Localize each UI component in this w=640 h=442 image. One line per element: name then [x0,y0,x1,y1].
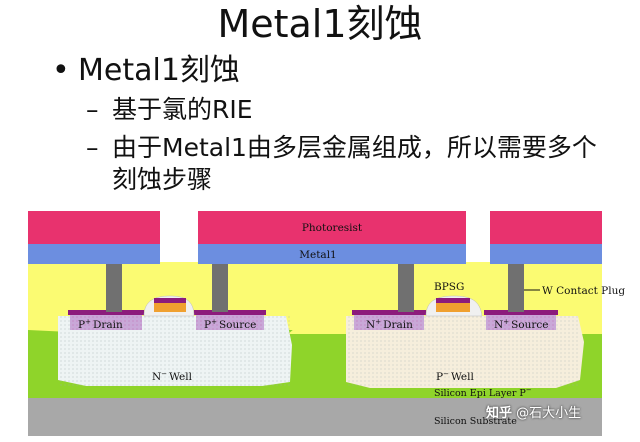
label-w-contact-plug: W Contact Plug [542,285,625,297]
bullet-metal1-etch: •Metal1刻蚀 [52,54,240,88]
slide-title: Metal1刻蚀 [217,2,423,46]
metal1-left [28,244,160,264]
label-p-well: P−Well [436,370,474,383]
gate-left [154,302,186,312]
label-substrate: Silicon Substrate [434,416,517,427]
label-n-source: N+Source [494,318,548,331]
watermark-author: @石大小生 [516,406,582,421]
label-bpsg: BPSG [434,281,464,293]
watermark: 知乎 @石大小生 [486,402,581,421]
label-metal1: Metal1 [299,249,336,261]
label-photoresist: Photoresist [302,222,363,234]
dash-marker: – [86,133,99,162]
photoresist-right [490,211,602,244]
label-n-well: N−Well [152,370,193,383]
photoresist-left [28,211,160,244]
label-p-drain: P+Drain [78,318,123,331]
silicon-substrate [28,398,602,436]
sub-bullet-multilayer: –由于Metal1由多层金属组成，所以需要多个 [86,132,626,164]
w-plug-1 [106,262,122,312]
silicide-right-drain [352,310,426,315]
w-plug-4 [508,262,524,312]
label-p-source: P+Source [204,318,256,331]
bullet-text: Metal1刻蚀 [78,53,240,88]
silicide-left-source [194,310,266,315]
bullet-marker: • [52,53,70,88]
silicide-right-source [484,310,558,315]
watermark-brand: 知乎 [486,406,513,421]
gate-right-silicide [436,298,470,303]
sub-bullet-text: 由于Metal1由多层金属组成，所以需要多个 [112,133,597,162]
metal1-center [198,244,466,264]
w-plug-3 [398,262,414,312]
silicide-left-drain [68,310,144,315]
metal1-right [490,244,602,264]
field-oxide-mid [288,312,362,334]
gate-left-silicide [154,298,186,303]
w-plug-2 [212,262,228,312]
sub-bullet-chlorine-rie: –基于氯的RIE [86,94,626,126]
photoresist-center [198,211,466,244]
sub-bullet-continuation: 刻蚀步骤 [112,165,213,194]
dash-marker: – [86,95,99,124]
sub-bullet-text: 基于氯的RIE [112,95,253,124]
label-epi-layer: Silicon Epi Layer P− [434,386,532,399]
gate-right [436,302,470,312]
label-n-drain: N+Drain [366,318,413,331]
